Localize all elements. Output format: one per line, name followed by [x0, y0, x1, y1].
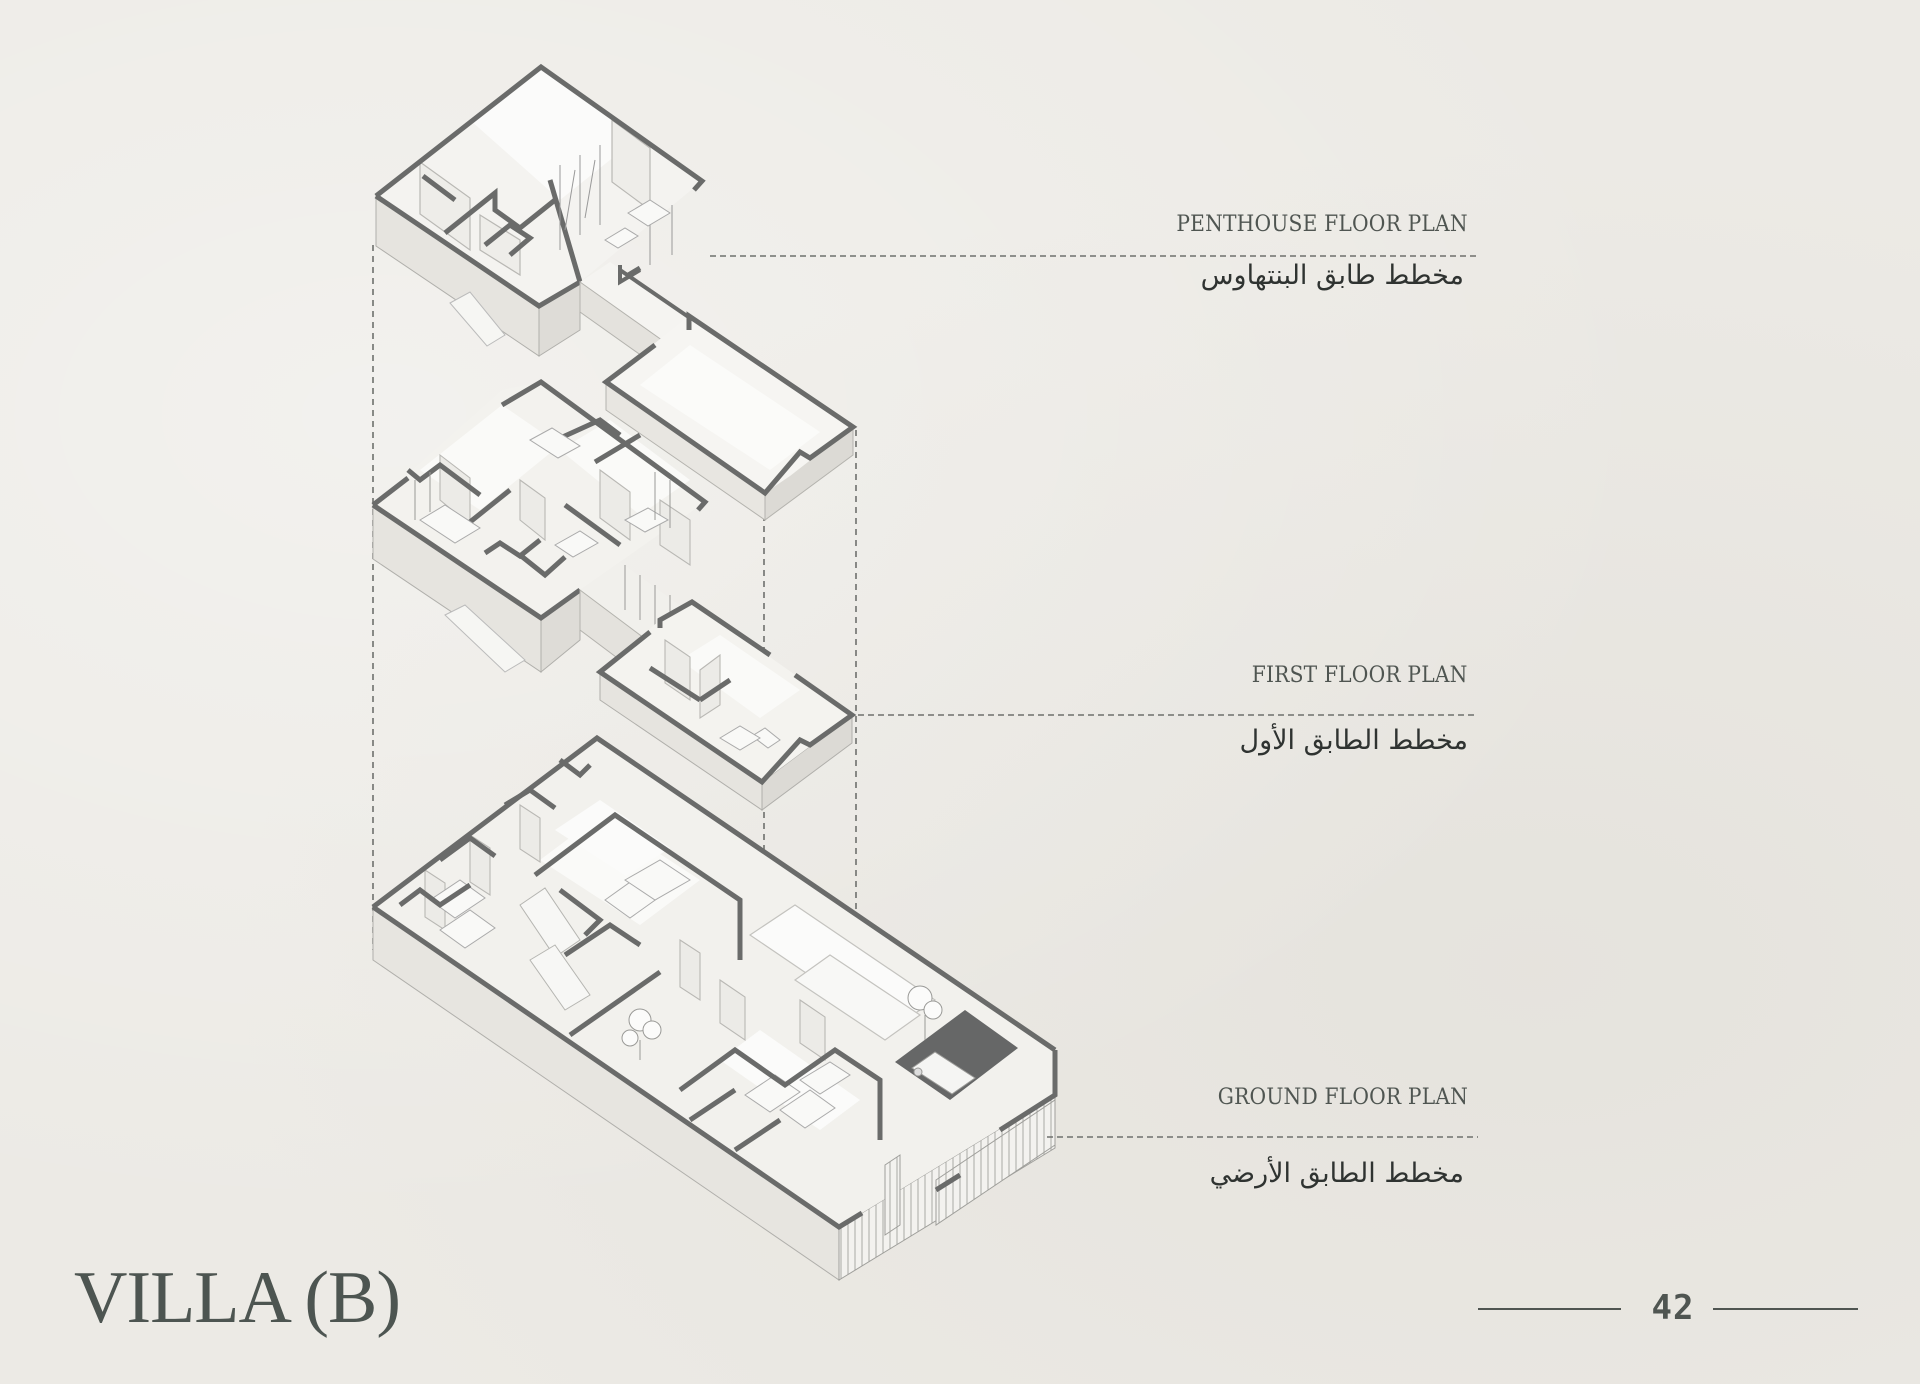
page-title: VILLA (B) — [74, 1257, 401, 1339]
first-floor-plan-drawing — [371, 379, 857, 811]
page-number: 42 — [1651, 1288, 1695, 1328]
first-floor-label-arabic: مخطط الطابق الأول — [1239, 725, 1468, 756]
ground-floor-label-arabic: مخطط الطابق الأرضي — [1209, 1158, 1464, 1189]
penthouse-label-english: PENTHOUSE FLOOR PLAN — [1176, 212, 1468, 237]
tree-icon — [621, 985, 943, 1060]
page-number-rule-left — [1478, 1308, 1621, 1310]
car-icon — [911, 1051, 976, 1095]
ground-floor-label-english: GROUND FLOOR PLAN — [1217, 1085, 1468, 1110]
first-floor-label: FIRST FLOOR PLAN — [1233, 663, 1468, 688]
leader-lines — [710, 255, 1478, 1138]
page-number-rule-right — [1713, 1308, 1858, 1310]
ground-floor-plan-drawing — [371, 734, 1058, 1281]
first-floor-label-english: FIRST FLOOR PLAN — [1252, 663, 1468, 688]
ground-floor-label: GROUND FLOOR PLAN — [1196, 1085, 1468, 1110]
ground-floor-label-arabic-wrap: مخطط الطابق الأرضي — [1210, 1158, 1464, 1189]
penthouse-floor-plan-drawing — [374, 63, 858, 521]
page-number-footer: 42 — [1478, 1288, 1858, 1330]
penthouse-label: PENTHOUSE FLOOR PLAN — [1151, 212, 1468, 237]
penthouse-label-arabic: مخطط طابق البنتهاوس — [1200, 260, 1464, 291]
first-floor-label-arabic-wrap: مخطط الطابق الأول — [1239, 725, 1468, 756]
penthouse-label-arabic-wrap: مخطط طابق البنتهاوس — [1201, 260, 1464, 291]
